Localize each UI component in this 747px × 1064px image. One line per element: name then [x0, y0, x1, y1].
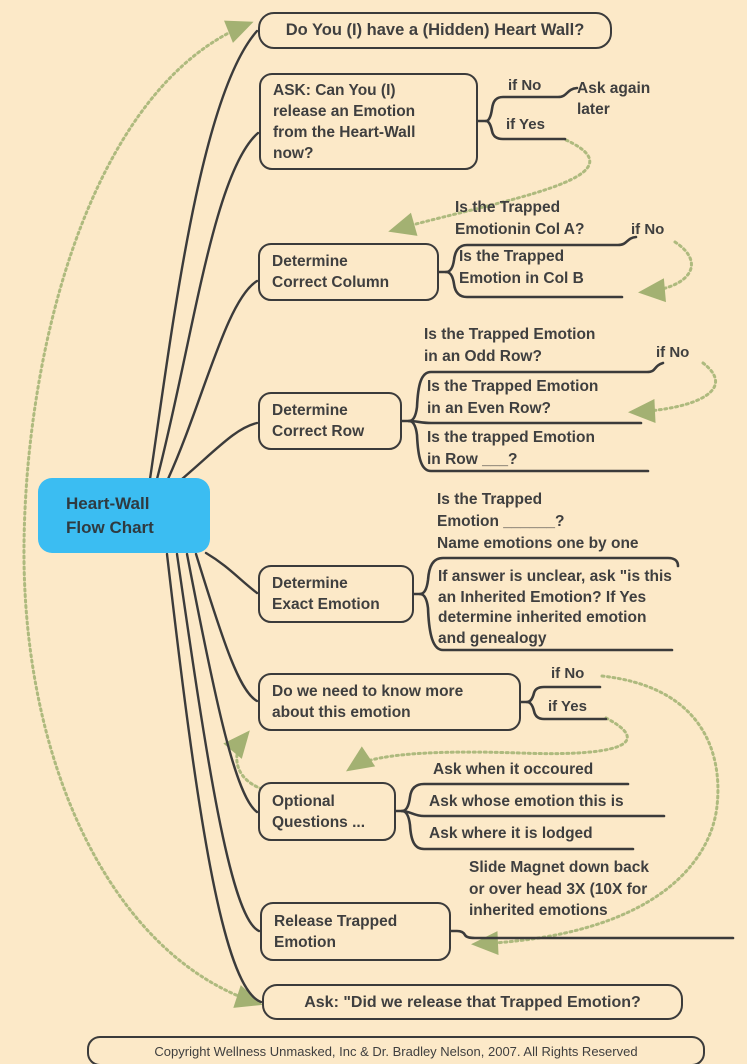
relationship-optional-to-needmore [223, 730, 264, 791]
branch-connectors [148, 29, 263, 1004]
subtopic-col-a-if-no: if No [631, 221, 665, 238]
central-topic: Heart-Wall Flow Chart [38, 478, 210, 553]
relationship-ifno-to-colb [638, 240, 693, 303]
topic-hidden-heart-wall: Do You (I) have a (Hidden) Heart Wall? [258, 12, 612, 49]
relationship-ifyes-to-column [388, 138, 592, 236]
subtopic-need-if-no: if No [551, 665, 585, 682]
relationship-released-to-top [22, 20, 263, 1008]
subtopic-slide-magnet: Slide Magnet down back or over head 3X (… [469, 859, 649, 919]
subtopic-exact-emotion-question: Is the Trapped Emotion ______? Name emot… [437, 491, 639, 552]
topic-release-trapped-emotion: Release Trapped Emotion [260, 902, 451, 961]
relationship-ifyes-to-optional [346, 716, 629, 772]
copyright-notice: Copyright Wellness Unmasked, Inc & Dr. B… [87, 1036, 705, 1064]
subtopic-ask-whose-emotion: Ask whose emotion this is [429, 793, 624, 810]
subtopic-odd-row-if-no: if No [656, 344, 690, 361]
topic-ask-can-release: ASK: Can You (I) release an Emotion from… [259, 73, 478, 170]
subtopic-ask-when-occurred: Ask when it occoured [433, 761, 594, 778]
subtopic-even-row: Is the Trapped Emotion in an Even Row? [427, 378, 599, 417]
subtopic-ask-if-no: if No [508, 77, 542, 94]
topic-did-we-release: Ask: "Did we release that Trapped Emotio… [262, 984, 683, 1020]
subtopic-col-a: Is the Trapped Emotionin Col A? [455, 199, 585, 238]
topic-optional-questions: Optional Questions ... [258, 782, 396, 841]
subtopic-ask-where-lodged: Ask where it is lodged [429, 825, 593, 842]
topic-determine-correct-column: Determine Correct Column [258, 243, 439, 301]
subtopic-need-if-yes: if Yes [548, 698, 587, 715]
topic-determine-correct-row: Determine Correct Row [258, 392, 402, 450]
subtopic-col-b: Is the Trapped Emotion in Col B [459, 248, 584, 287]
subtopic-ask-again-later: Ask again later [577, 80, 651, 118]
topic-underlines [394, 86, 735, 940]
topic-need-to-know-more: Do we need to know more about this emoti… [258, 673, 521, 731]
subtopic-odd-row: Is the Trapped Emotion in an Odd Row? [424, 326, 596, 365]
relationship-arrows [22, 20, 720, 1008]
relationship-ifno-to-evenrow [628, 361, 717, 423]
subtopic-ask-if-yes: if Yes [506, 116, 545, 133]
subtopic-row-blank: Is the trapped Emotion in Row ___? [427, 429, 595, 468]
relationship-ifno-to-release [471, 674, 720, 956]
subtopic-answer-unclear: If answer is unclear, ask "is this an In… [438, 568, 672, 647]
topic-determine-exact-emotion: Determine Exact Emotion [258, 565, 414, 623]
